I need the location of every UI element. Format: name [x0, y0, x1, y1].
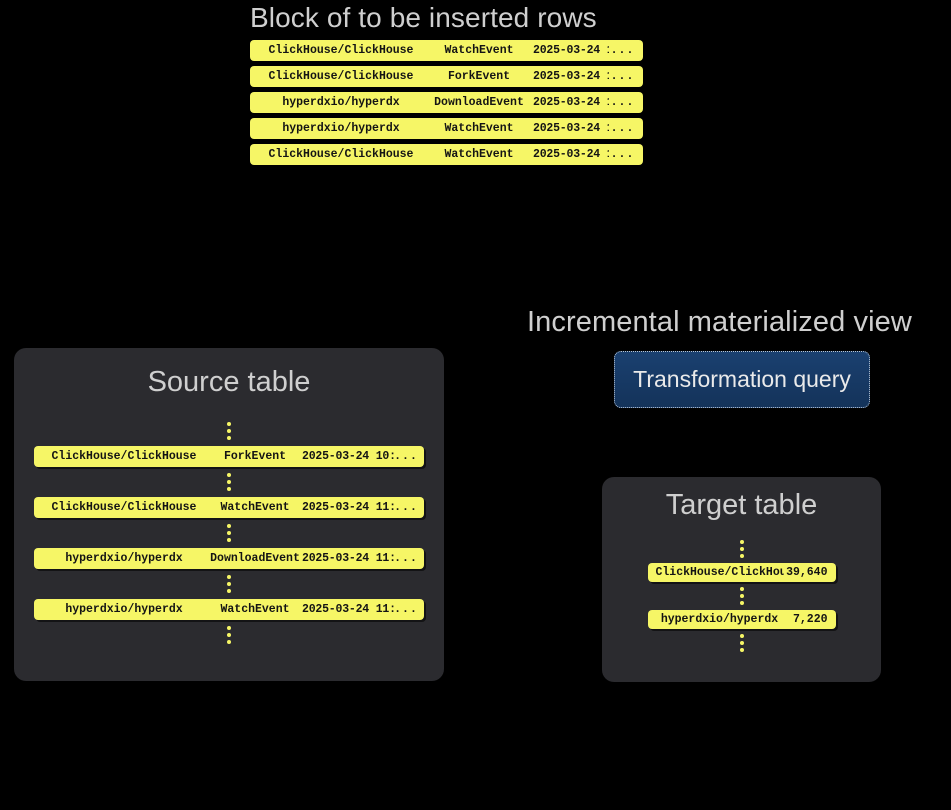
source-row-more: ...	[394, 501, 418, 514]
source-row-timestamp: 2025-03-24 11:20:12	[302, 552, 394, 565]
insert-row-event: WatchEvent	[444, 44, 514, 57]
insert-row-timestamp: 2025-03-24 11:35:48	[533, 96, 609, 109]
target-row-repo: hyperdxio/hyperdx	[660, 613, 779, 626]
transformation-query-box[interactable]: Transformation query	[614, 351, 870, 408]
insert-row-timestamp: 2025-03-24 11:35:52	[533, 122, 609, 135]
source-row-timestamp: 2025-03-24 11:32:54	[302, 501, 394, 514]
row-separator-dots	[602, 634, 881, 652]
insert-row-repo: ClickHouse/ClickHouse	[268, 44, 414, 57]
target-row-repo: ClickHouse/ClickHouse	[655, 566, 784, 579]
source-row-repo: ClickHouse/ClickHouse	[51, 501, 197, 514]
source-row-event: ForkEvent	[223, 450, 287, 463]
target-table-panel: Target table ClickHouse/ClickHouse39,640…	[602, 477, 881, 682]
table-row: hyperdxio/hyperdx WatchEvent 2025-03-24 11…	[34, 599, 424, 620]
row-separator-dots	[602, 540, 881, 558]
insert-row-more: ...	[610, 122, 635, 135]
row-separator-dots	[34, 626, 424, 644]
materialized-view-heading: Incremental materialized view	[527, 306, 912, 338]
insert-row-repo: hyperdxio/hyperdx	[282, 96, 400, 109]
source-row-more: ...	[394, 552, 418, 565]
row-separator-dots	[34, 524, 424, 542]
source-row-more: ...	[394, 603, 418, 616]
source-row-timestamp: 2025-03-24 11:28:32	[302, 603, 394, 616]
source-row-event: DownloadEvent	[210, 552, 300, 565]
source-table-panel: Source table ClickHouse/ClickHouse ForkEv…	[14, 348, 444, 681]
insert-row-event: ForkEvent	[447, 70, 511, 83]
insert-row-timestamp: 2025-03-24 11:35:40	[533, 44, 609, 57]
source-row-repo: ClickHouse/ClickHouse	[51, 450, 197, 463]
insert-block-heading: Block of to be inserted rows	[250, 2, 597, 33]
table-row: ClickHouse/ClickHouse ForkEvent 2025-03-24…	[250, 66, 643, 87]
insert-row-more: ...	[610, 148, 635, 161]
row-separator-dots	[34, 575, 424, 593]
insert-row-event: WatchEvent	[444, 148, 514, 161]
source-row-repo: hyperdxio/hyperdx	[65, 552, 183, 565]
table-row: ClickHouse/ClickHouse WatchEvent 2025-03-2…	[34, 497, 424, 518]
table-row: ClickHouse/ClickHouse WatchEvent 2025-03-2…	[250, 40, 643, 61]
table-row: ClickHouse/ClickHouse39,640	[647, 563, 836, 582]
source-row-repo: hyperdxio/hyperdx	[65, 603, 183, 616]
table-row: hyperdxio/hyperdx DownloadEvent 2025-03-24…	[250, 92, 643, 113]
table-row: ClickHouse/ClickHouse WatchEvent 2025-03-2…	[250, 144, 643, 165]
target-row-count: 7,220	[792, 613, 828, 626]
target-table-rows: ClickHouse/ClickHouse39,640 hyperdxio/hyp…	[602, 535, 881, 657]
insert-row-event: DownloadEvent	[434, 96, 524, 109]
insert-row-repo: ClickHouse/ClickHouse	[268, 70, 414, 83]
insert-row-repo: hyperdxio/hyperdx	[282, 122, 400, 135]
table-row: hyperdxio/hyperdx 7,220	[647, 610, 836, 629]
source-row-event: WatchEvent	[220, 501, 290, 514]
insert-row-more: ...	[610, 44, 635, 57]
source-table-rows: ClickHouse/ClickHouse ForkEvent 2025-03-24…	[34, 416, 424, 650]
row-separator-dots	[602, 587, 881, 605]
table-row: ClickHouse/ClickHouse ForkEvent 2025-03-24…	[34, 446, 424, 467]
insert-row-event: WatchEvent	[444, 122, 514, 135]
source-row-more: ...	[394, 450, 418, 463]
target-table-title: Target table	[665, 489, 818, 521]
source-row-event: WatchEvent	[220, 603, 290, 616]
source-table-title: Source table	[147, 366, 311, 398]
row-separator-dots	[34, 422, 424, 440]
insert-row-more: ...	[610, 70, 635, 83]
table-row: hyperdxio/hyperdx WatchEvent 2025-03-24 11…	[250, 118, 643, 139]
insert-row-repo: ClickHouse/ClickHouse	[268, 148, 414, 161]
insert-row-timestamp: 2025-03-24 11:35:54	[533, 148, 609, 161]
row-separator-dots	[34, 473, 424, 491]
target-row-count: 39,640	[786, 566, 828, 579]
source-row-timestamp: 2025-03-24 10:25:00	[302, 450, 394, 463]
insert-row-timestamp: 2025-03-24 11:35:44	[533, 70, 609, 83]
insert-row-more: ...	[610, 96, 635, 109]
